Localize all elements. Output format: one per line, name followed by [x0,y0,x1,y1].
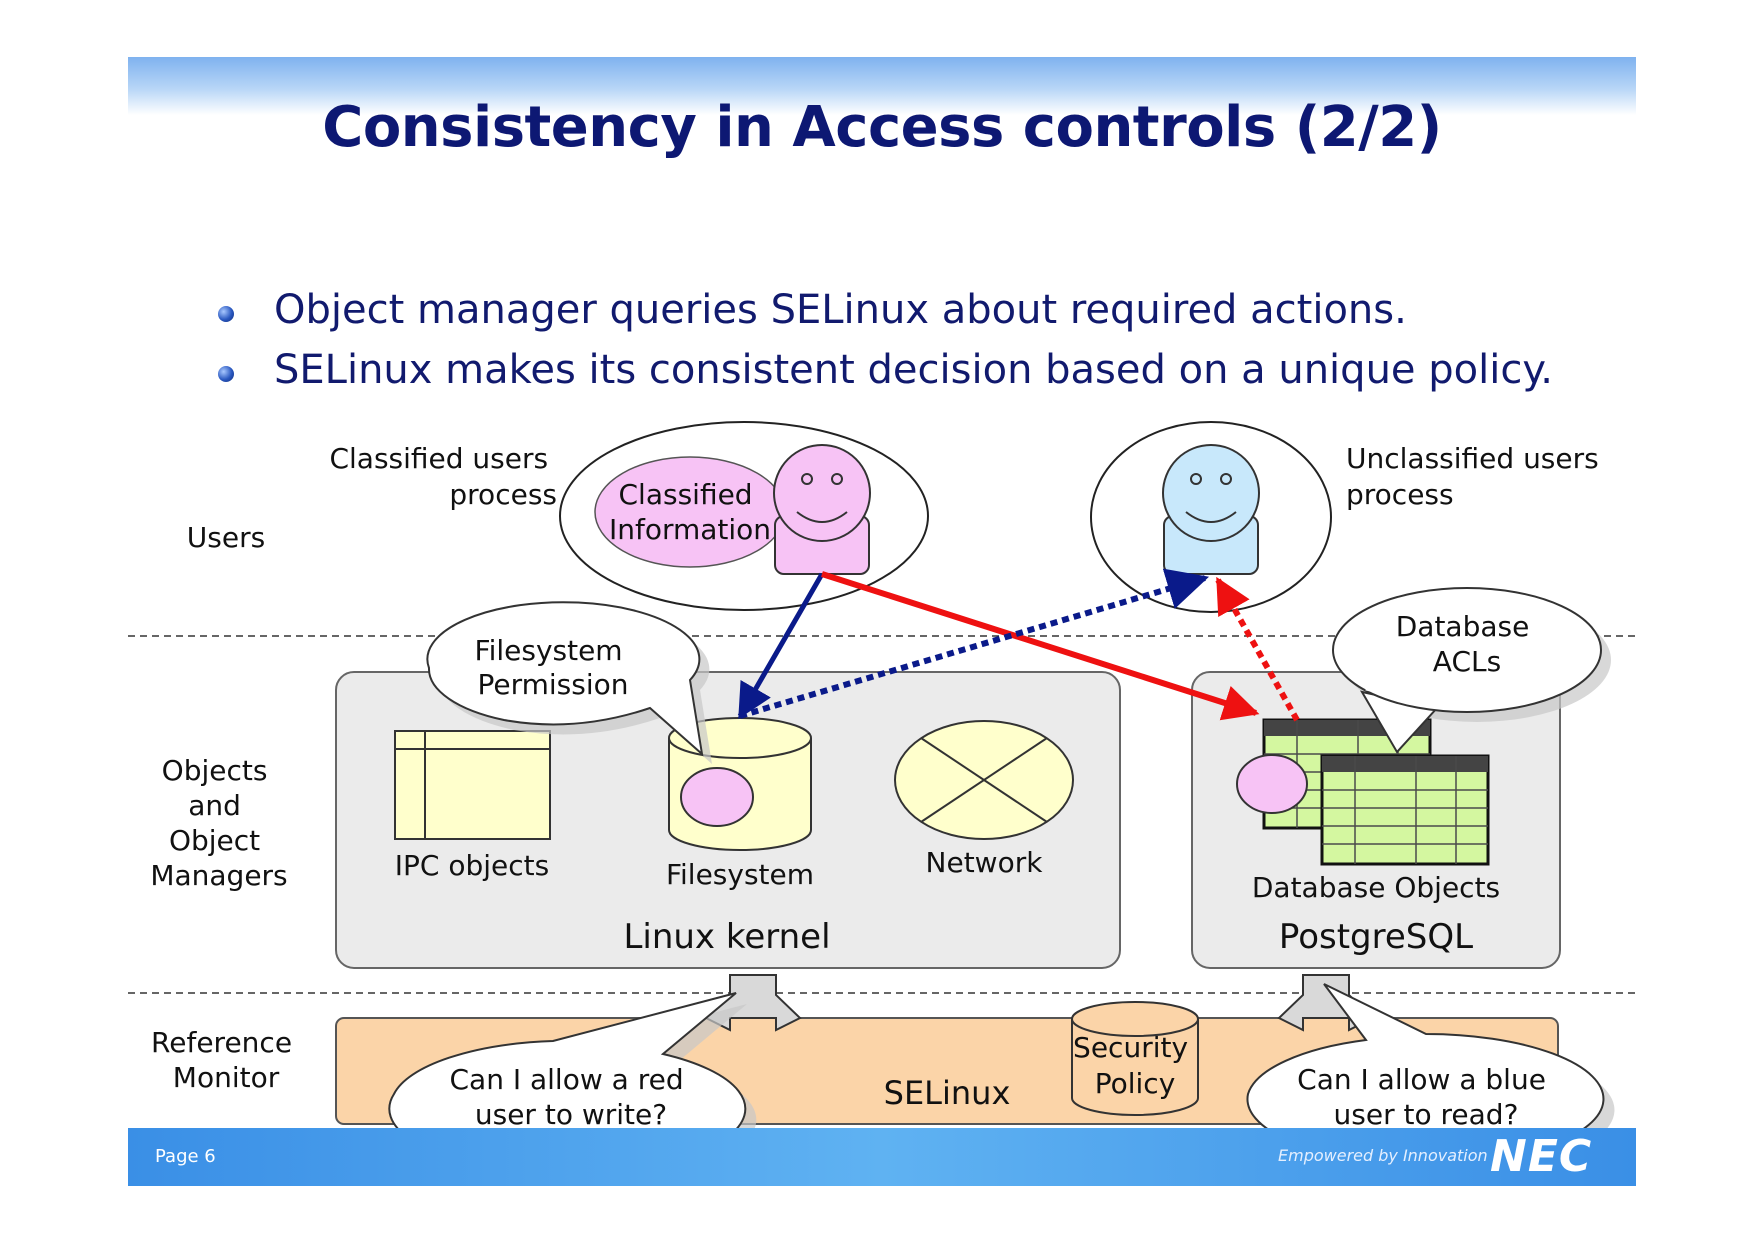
footer-band [128,1128,1636,1186]
security-policy-cylinder-icon: Security Policy [1071,1001,1199,1116]
unclassified-users-label: Unclassified users process [1346,442,1608,511]
read-from-filesystem-arrow [739,568,1210,719]
footer-tagline: Empowered by Innovation [1278,1146,1488,1165]
layer-label-objects: Objects and Object Managers [150,754,287,892]
classified-users-label: Classified users process [329,442,557,511]
write-request-arrow [737,572,825,720]
classified-row-marker [1236,754,1308,814]
database-acls-callout: Database ACLs [1332,587,1611,754]
layer-label-users: Users [187,521,265,554]
slide-title: Consistency in Access controls (2/2) [322,95,1442,160]
svg-text:Can I allow a red user: Can I allow a red user to write? [449,1063,692,1131]
classified-information-label: Classified Information [609,478,771,546]
bullet-dot-icon [218,366,234,382]
network-label: Network [926,846,1044,879]
write-to-database-arrow [821,571,1260,721]
database-table-icon [1320,754,1490,866]
svg-text:Security Policy: Security Policy [1073,1031,1197,1100]
ipc-objects-label: IPC objects [395,849,549,882]
bullet-text: SELinux makes its consistent decision ba… [274,347,1554,393]
selinux-label: SELinux [884,1074,1011,1112]
bullet-dot-icon [218,306,234,322]
filesystem-label: Filesystem [666,858,814,891]
classified-user-icon [773,444,871,575]
header-band [128,57,1636,115]
read-from-database-arrow [1215,576,1300,722]
filesystem-permission-callout: Filesystem Permission [426,601,712,764]
linux-kernel-label: Linux kernel [623,917,830,957]
bullet-text: Object manager queries SELinux about req… [274,287,1407,333]
svg-text:Database ACLs: Database ACLs [1396,610,1539,678]
layer-label-reference-monitor: Reference Monitor [151,1026,301,1094]
svg-text:Can I allow a blue use: Can I allow a blue user to read? [1297,1063,1555,1131]
unclassified-user-icon [1162,444,1260,575]
svg-text:Filesystem Permission: Filesystem Permission [475,634,632,701]
classified-information-bubble [594,456,786,568]
nec-logo: NEC [1490,1131,1593,1182]
postgresql-label: PostgreSQL [1279,917,1473,957]
ipc-objects-icon [394,730,551,840]
database-objects-label: Database Objects [1252,871,1500,904]
page-number: Page 6 [155,1146,216,1167]
network-icon [894,720,1074,840]
